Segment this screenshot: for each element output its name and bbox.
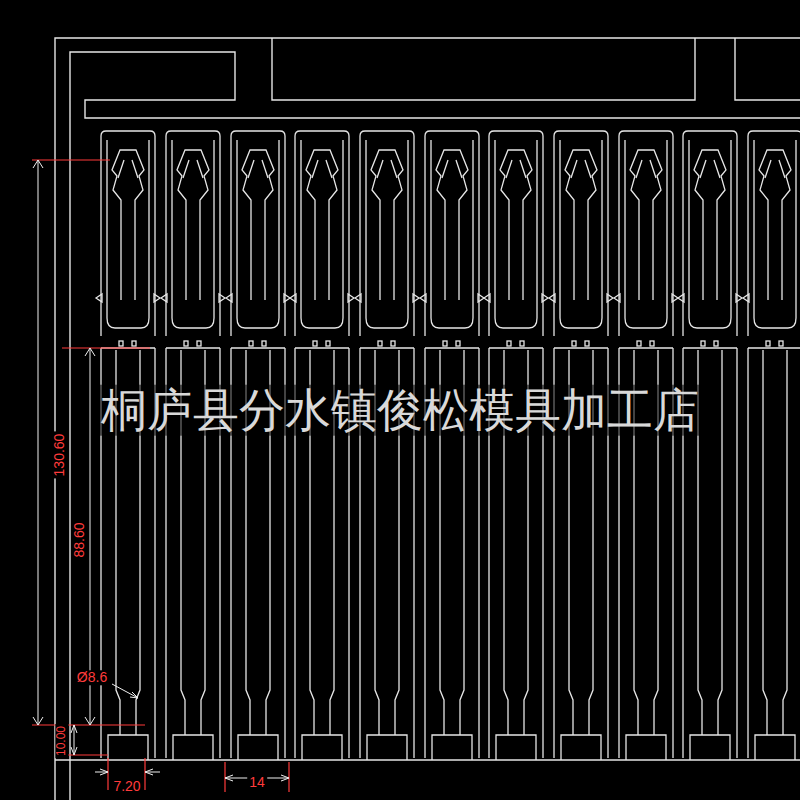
dimension-arrows bbox=[33, 160, 289, 781]
dimension-lines bbox=[32, 160, 289, 792]
mold-frame bbox=[55, 38, 800, 800]
dimension-value: 88.60 bbox=[72, 520, 87, 559]
dimension-value: 14 bbox=[247, 775, 267, 790]
dimension-value: 130.60 bbox=[52, 432, 67, 479]
watermark: 桐庐县分水镇俊松模具加工店 bbox=[99, 385, 701, 436]
pin-cavities bbox=[96, 131, 800, 760]
diameter-value: Ø8.6 bbox=[75, 670, 109, 685]
dimension-value: 7.20 bbox=[111, 779, 142, 794]
dimension-value: 10.00 bbox=[55, 724, 68, 758]
